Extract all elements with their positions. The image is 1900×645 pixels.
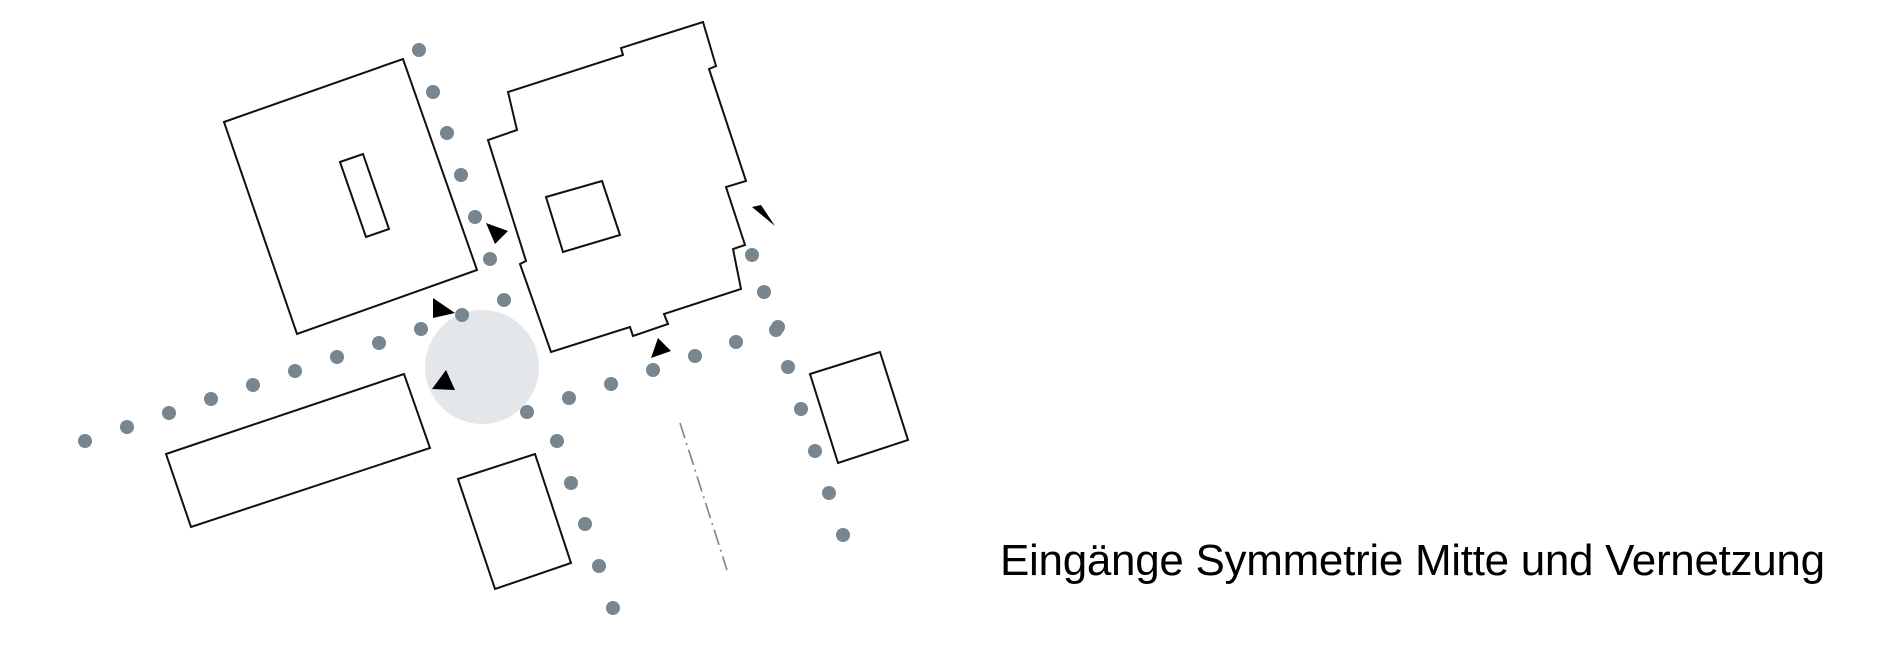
path-dot xyxy=(757,285,771,299)
path-north xyxy=(412,43,511,307)
path-dot xyxy=(564,476,578,490)
path-dot xyxy=(604,377,618,391)
path-dot xyxy=(520,405,534,419)
path-dot xyxy=(120,420,134,434)
entrance-arrows xyxy=(432,205,775,390)
building-northwest-courtyard xyxy=(338,152,391,239)
path-dot xyxy=(204,392,218,406)
path-east xyxy=(745,248,850,542)
symmetry-axis xyxy=(679,422,728,571)
path-southeast xyxy=(520,320,785,419)
path-dot xyxy=(455,308,469,322)
building-southwest xyxy=(164,372,432,529)
path-dot xyxy=(745,248,759,262)
path-dot xyxy=(483,252,497,266)
path-dot xyxy=(468,210,482,224)
building-south xyxy=(456,452,573,591)
path-dot xyxy=(592,559,606,573)
path-dot xyxy=(688,349,702,363)
path-dot xyxy=(426,85,440,99)
entrance-arrow-icon xyxy=(651,338,671,358)
entrance-arrow-icon xyxy=(752,205,775,226)
building-east xyxy=(808,350,910,465)
path-dot xyxy=(78,434,92,448)
pedestrian-paths xyxy=(78,43,850,615)
buildings xyxy=(164,20,910,591)
path-dot xyxy=(794,402,808,416)
path-dot xyxy=(769,323,783,337)
path-dot xyxy=(414,322,428,336)
path-dot xyxy=(454,168,468,182)
path-dot xyxy=(781,360,795,374)
entrance-arrow-icon xyxy=(433,298,455,318)
path-dot xyxy=(646,363,660,377)
diagram-caption: Eingänge Symmetrie Mitte und Vernetzung xyxy=(1000,536,1825,585)
building-northeast-courtyard xyxy=(544,179,622,254)
building-northwest xyxy=(222,57,479,336)
building-northeast xyxy=(486,20,748,354)
central-plaza xyxy=(425,310,539,424)
path-dot xyxy=(372,336,386,350)
path-dot xyxy=(729,335,743,349)
path-dot xyxy=(330,350,344,364)
path-dot xyxy=(822,486,836,500)
path-dot xyxy=(288,364,302,378)
path-dot xyxy=(606,601,620,615)
entrance-arrow-icon xyxy=(486,223,508,244)
path-dot xyxy=(562,391,576,405)
path-dot xyxy=(578,517,592,531)
path-west xyxy=(78,308,469,448)
path-dot xyxy=(162,406,176,420)
path-south xyxy=(550,434,620,615)
path-dot xyxy=(412,43,426,57)
path-dot xyxy=(808,444,822,458)
path-dot xyxy=(246,378,260,392)
path-dot xyxy=(836,528,850,542)
path-dot xyxy=(440,126,454,140)
path-dot xyxy=(497,293,511,307)
path-dot xyxy=(550,434,564,448)
entrance-arrow-icon xyxy=(432,370,455,390)
